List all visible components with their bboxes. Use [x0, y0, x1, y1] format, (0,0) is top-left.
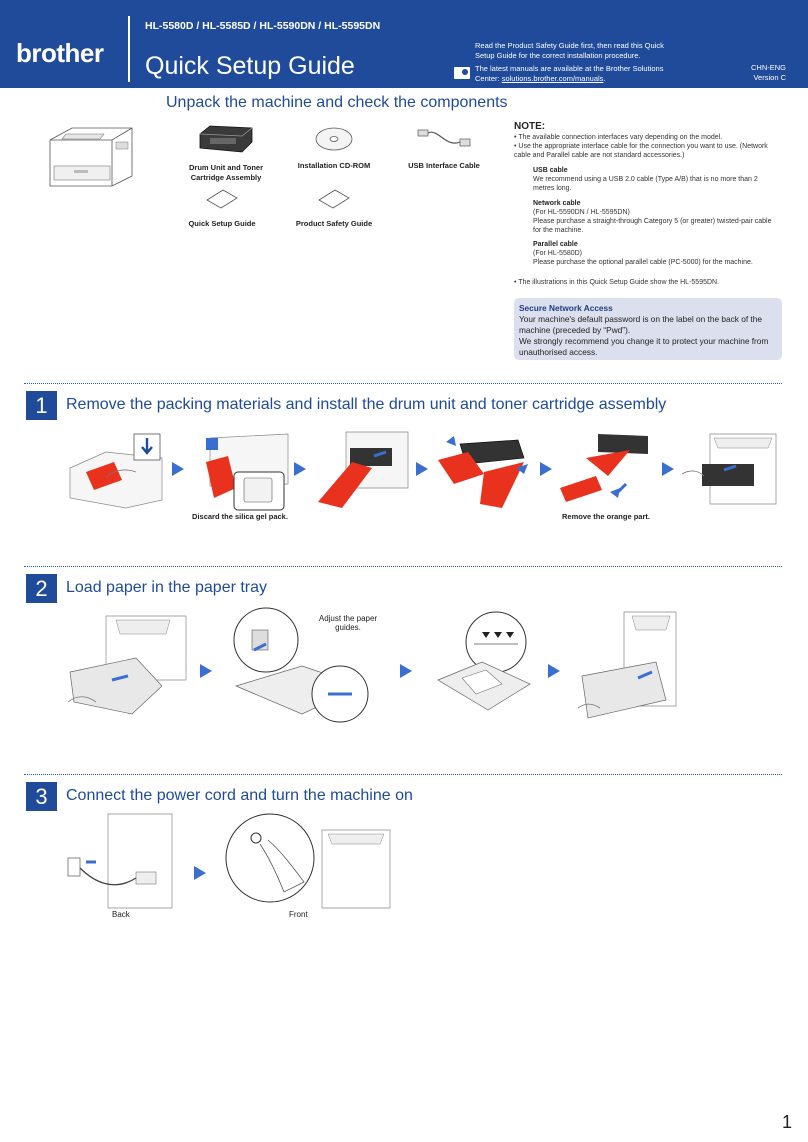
usb-cable-title: USB cable: [533, 167, 568, 174]
caption-orange: Remove the orange part.: [562, 512, 650, 521]
language-code: CHN-ENG: [751, 63, 786, 72]
parallel-cable-title: Parallel cable: [533, 241, 578, 248]
manuals-link[interactable]: solutions.brother.com/manuals: [501, 74, 604, 83]
next-arrow-icon: [400, 664, 412, 678]
next-arrow-icon: [294, 462, 306, 476]
caption-front: Front: [289, 910, 308, 919]
step2-illustration-pull-tray: [67, 615, 187, 715]
component-label: Drum Unit and Toner: [188, 163, 264, 172]
step-title: Connect the power cord and turn the mach…: [66, 787, 413, 804]
drum-toner-icon: [199, 125, 253, 153]
next-arrow-icon: [416, 462, 428, 476]
header-banner: brother HL-5580D / HL-5585D / HL-5590DN …: [0, 0, 808, 88]
caption-silica: Discard the silica gel pack.: [192, 512, 288, 521]
step1-illustration-insert-assembly: [681, 433, 777, 505]
usb-cable-note: USB cable We recommend using a USB 2.0 c…: [533, 166, 778, 193]
latest-manuals-note: The latest manuals are available at the …: [475, 64, 675, 84]
network-cable-title: Network cable: [533, 200, 581, 207]
step-title: Remove the packing materials and install…: [66, 396, 667, 413]
step-divider: [24, 774, 782, 775]
component-label: Installation CD-ROM: [297, 161, 371, 170]
next-arrow-icon: [540, 462, 552, 476]
latest-manuals-period: .: [603, 74, 606, 83]
note-heading: NOTE:: [514, 121, 546, 132]
step1-illustration-pull-strip: [318, 431, 409, 508]
parallel-cable-note: Parallel cable (For HL-5580D) Please pur…: [533, 240, 778, 267]
network-cable-text: Please purchase a straight-through Categ…: [533, 218, 772, 234]
step-number: 1: [26, 391, 57, 420]
note-bullet: • The illustrations in this Quick Setup …: [514, 279, 720, 286]
step3-illustration-power-button: [225, 813, 391, 909]
step-title: Load paper in the paper tray: [66, 579, 268, 596]
component-quick-setup-guide: Quick Setup Guide: [172, 188, 272, 229]
secure-network-box: Secure Network Access Your machine's def…: [514, 298, 782, 360]
page-number: 1: [781, 1112, 792, 1132]
step-number: 3: [26, 782, 57, 811]
next-arrow-icon: [194, 866, 206, 880]
note-bullet: • Use the appropriate interface cable fo…: [514, 143, 768, 159]
next-arrow-icon: [172, 462, 184, 476]
component-drum-toner: Drum Unit and Toner Cartridge Assembly: [176, 124, 276, 183]
network-cable-note: Network cable (For HL-5590DN / HL-5595DN…: [533, 199, 778, 235]
caption-adjust-guides: Adjust the paper guides.: [306, 614, 390, 632]
manual-book-icon: [454, 67, 470, 79]
header-divider: [128, 16, 130, 82]
unpack-heading: Unpack the machine and check the compone…: [166, 94, 508, 111]
brand-logo: brother: [16, 38, 104, 68]
step1-illustration-remove-orange: [560, 434, 648, 502]
model-list: HL-5580D / HL-5585D / HL-5590DN / HL-559…: [145, 20, 381, 32]
step1-illustration-silica: [206, 433, 289, 511]
usb-cable-icon: [417, 129, 471, 147]
version-info: CHN-ENG Version C: [751, 63, 786, 82]
cd-rom-icon: [315, 127, 353, 151]
component-label-line2: Cartridge Assembly: [190, 173, 262, 182]
usb-cable-text: We recommend using a USB 2.0 cable (Type…: [533, 176, 758, 192]
step1-illustration-open-box: [69, 433, 163, 509]
caption-adjust-guides-line2: guides.: [335, 623, 361, 632]
component-label: USB Interface Cable: [408, 161, 480, 170]
step-divider: [24, 383, 782, 384]
parallel-cable-models: (For HL-5580D): [533, 250, 583, 257]
step2-illustration-load-paper: [437, 611, 531, 711]
secure-network-recommendation: We strongly recommend you change it to p…: [519, 336, 769, 357]
component-label: Quick Setup Guide: [188, 219, 256, 228]
caption-adjust-guides-line1: Adjust the paper: [318, 614, 378, 623]
next-arrow-icon: [200, 664, 212, 678]
secure-network-title: Secure Network Access: [519, 303, 613, 313]
component-usb-cable: USB Interface Cable: [394, 126, 494, 171]
component-label: Product Safety Guide: [295, 219, 373, 228]
component-product-safety-guide: Product Safety Guide: [284, 188, 384, 229]
latest-manuals-text: The latest manuals are available at the …: [475, 64, 664, 83]
printer-illustration: [49, 127, 133, 187]
secure-network-text: Your machine's default password is on th…: [519, 314, 762, 335]
step-divider: [24, 566, 782, 567]
booklet-icon: [318, 189, 350, 209]
booklet-icon: [206, 189, 238, 209]
guide-title: Quick Setup Guide: [145, 52, 355, 80]
network-cable-models: (For HL-5590DN / HL-5595DN): [533, 209, 630, 216]
version-label: Version C: [753, 72, 786, 82]
step2-illustration-insert-tray: [577, 611, 677, 719]
note-bullet: • The available connection interfaces va…: [514, 134, 723, 141]
next-arrow-icon: [662, 462, 674, 476]
step-number: 2: [26, 574, 57, 603]
step2-illustration-adjust-guides: [233, 607, 369, 723]
caption-back: Back: [112, 910, 130, 919]
step3-illustration-back-cord: [67, 813, 173, 909]
step1-illustration-shake-cartridge: [438, 436, 528, 508]
parallel-cable-text: Please purchase the optional parallel ca…: [533, 259, 753, 266]
next-arrow-icon: [548, 664, 560, 678]
read-first-note: Read the Product Safety Guide first, the…: [475, 41, 664, 60]
component-cdrom: Installation CD-ROM: [284, 126, 384, 171]
